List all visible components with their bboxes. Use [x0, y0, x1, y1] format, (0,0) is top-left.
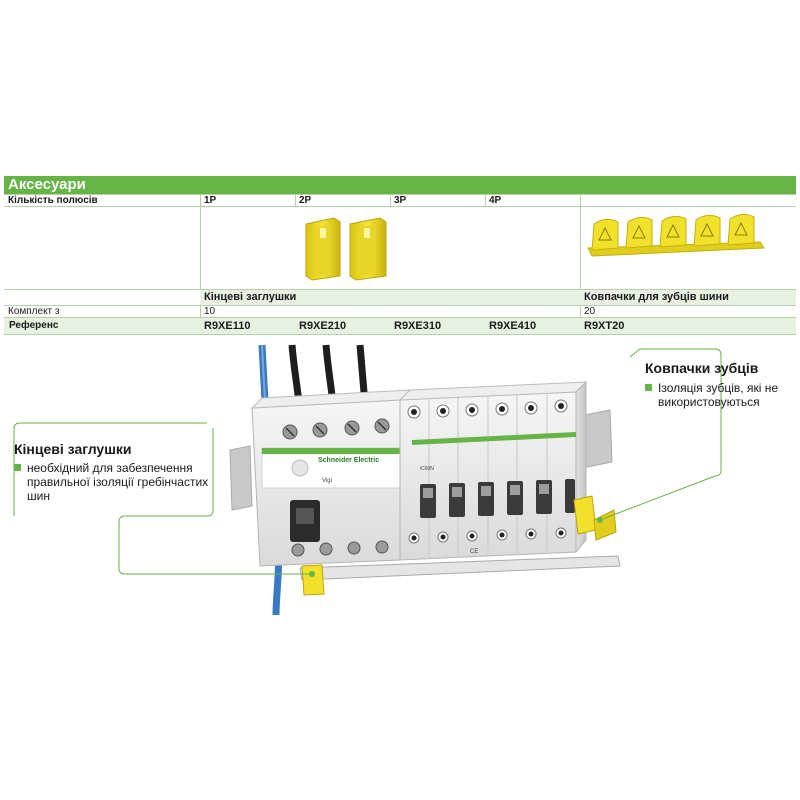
- bullet-square-icon: [645, 384, 652, 391]
- set-label: Комплект з: [8, 306, 60, 317]
- product-name-row: Кінцеві заглушки Ковпачки для зубців шин…: [200, 290, 796, 305]
- callout-teeth-caps: Ковпачки зубців Ізоляція зубців, які не …: [645, 359, 795, 409]
- set-row: Комплект з 10 20: [4, 306, 796, 318]
- pole-1p: 1P: [204, 195, 217, 206]
- ref-r9xe210: R9XE210: [299, 320, 347, 332]
- end-caps-name: Кінцеві заглушки: [204, 291, 297, 303]
- ref-r9xe110: R9XE110: [204, 320, 251, 332]
- poles-row: Кількість полюсів 1P 2P 3P 4P: [4, 195, 796, 207]
- teeth-caps-name: Ковпачки для зубців шини: [584, 291, 729, 303]
- rcd-label: Vigi: [322, 478, 332, 484]
- ref-r9xe310: R9XE310: [394, 320, 442, 332]
- table-title: Аксесуари: [4, 176, 796, 194]
- rcd-brand: Schneider Electric: [318, 457, 379, 464]
- pole-2p: 2P: [299, 195, 312, 206]
- din-rail-left: [229, 445, 253, 511]
- ref-r9xt20: R9XT20: [584, 320, 625, 332]
- product-illustration: Schneider Electric Vigi: [13, 344, 722, 616]
- callout-teeth-caps-item: Ізоляція зубців, які не використовуються: [645, 381, 795, 409]
- mcb-modules: [398, 380, 588, 561]
- callout-end-caps-title: Кінцеві заглушки: [14, 441, 132, 457]
- callout-end-caps: Кінцеві заглушки необхідний для забезпеч…: [14, 440, 214, 503]
- callout-end-caps-item: необхідний для забезпечення правильної і…: [14, 461, 214, 503]
- accessories-table: Аксесуари Кількість полюсів 1P 2P 3P 4P: [4, 176, 796, 335]
- pole-3p: 3P: [394, 195, 407, 206]
- end-caps-set: 10: [204, 306, 216, 317]
- ce-mark: CE: [470, 549, 478, 555]
- ref-r9xe410: R9XE410: [489, 320, 537, 332]
- pole-4p: 4P: [489, 195, 502, 206]
- teeth-cap-right: [573, 495, 617, 541]
- callout-teeth-caps-title: Ковпачки зубців: [645, 360, 759, 376]
- reference-row: Референс R9XE110 R9XE210 R9XE310 R9XE410…: [4, 318, 796, 334]
- comb-busbar: [299, 555, 621, 581]
- poles-label: Кількість полюсів: [8, 195, 98, 206]
- bullet-square-icon: [14, 464, 21, 471]
- end-cap-left: [301, 564, 325, 596]
- mcb-model: iC60N: [420, 466, 434, 472]
- teeth-caps-set: 20: [584, 306, 596, 317]
- reference-label: Референс: [9, 320, 59, 331]
- end-caps-image: [305, 217, 387, 281]
- teeth-caps-image: [587, 214, 765, 257]
